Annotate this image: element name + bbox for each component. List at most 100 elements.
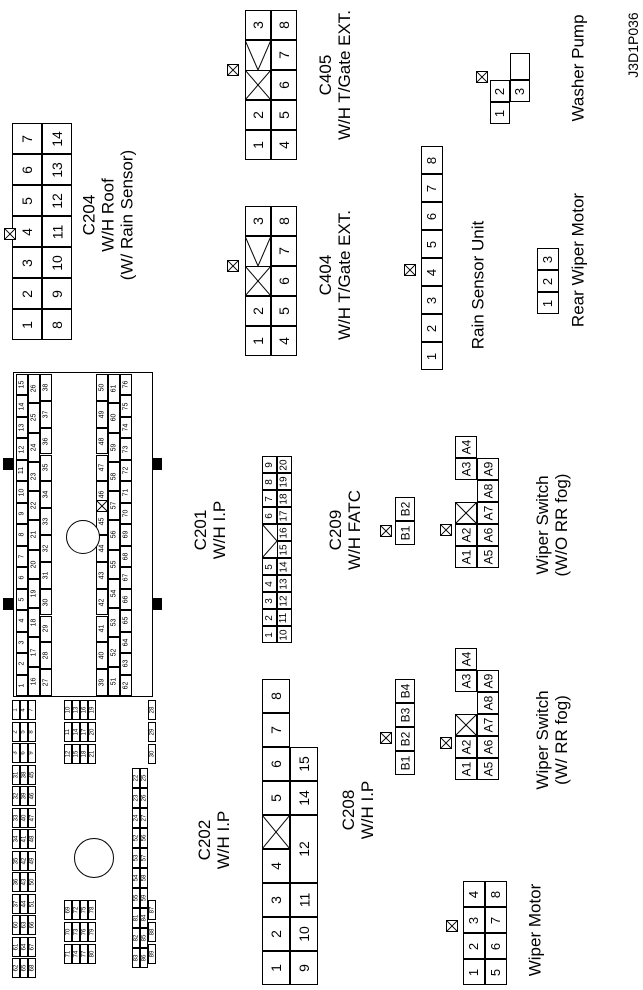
- pin-number: 4: [275, 141, 292, 149]
- connector-pin: 79: [88, 922, 96, 942]
- pin-number: 10: [48, 254, 65, 271]
- pin-number: 30: [42, 598, 50, 606]
- connector-pin: 35: [12, 850, 20, 871]
- pin-number: 63: [21, 922, 27, 929]
- pin-number: 67: [29, 943, 35, 951]
- pin-number: 7: [263, 495, 275, 502]
- connector-pin: 62: [12, 958, 20, 979]
- pin-number: 75: [122, 402, 130, 411]
- connector-pin: 12: [42, 185, 72, 216]
- connector-pin: 8: [42, 309, 72, 340]
- pin-number: 87: [149, 906, 155, 914]
- pin-number: 11: [295, 892, 312, 908]
- pin-number: B4: [398, 683, 412, 699]
- pin-number: 15: [295, 756, 312, 772]
- connector-pin: 15: [16, 374, 28, 396]
- pin-number: 17: [30, 648, 38, 656]
- pin-number: 55: [110, 560, 118, 569]
- connector-pin: 76: [80, 922, 88, 942]
- pin-number: 12: [18, 445, 26, 454]
- connector-pin: 80: [88, 944, 96, 964]
- connector-pin: 27: [40, 669, 52, 696]
- connector-pin: A5: [477, 758, 499, 780]
- pin-number: 4: [263, 580, 275, 587]
- connector-pin: A4: [455, 436, 477, 458]
- connector-pin: 33: [12, 807, 20, 828]
- figure-code: J3D1P036: [625, 12, 641, 78]
- connector-pin: 72: [72, 900, 80, 920]
- pin-number: 61: [110, 384, 118, 393]
- connector-pin: 60: [108, 403, 120, 433]
- pin-number: 85: [141, 934, 147, 942]
- c201-latch: [152, 458, 162, 470]
- connector-pin: 51: [28, 893, 36, 914]
- connector-pin: 6: [271, 70, 297, 100]
- connector-pin: 11: [277, 609, 292, 626]
- pin-number: 14: [295, 790, 312, 806]
- pin-number: 44: [21, 900, 27, 908]
- pin-number: 65: [122, 616, 130, 625]
- connector-pin: 4: [12, 216, 42, 247]
- connector-pin: 86: [140, 948, 148, 968]
- pin-number: 1: [466, 968, 482, 976]
- pin-number: 19: [30, 589, 38, 598]
- pin-number: 46: [29, 792, 35, 800]
- connector-pin: 1: [463, 959, 485, 985]
- pin-number: 52: [110, 648, 118, 656]
- connector-pin: 9: [290, 951, 318, 985]
- connector-pin: 1: [12, 309, 42, 340]
- connector-pin: 84: [140, 908, 148, 928]
- connector-pin: 43: [20, 872, 28, 893]
- connector-pin: 28: [40, 642, 52, 670]
- pin-number: 61: [13, 943, 19, 951]
- pin-number: 9: [295, 964, 312, 972]
- wsw1-label-line: (W/O RR fog): [552, 473, 571, 577]
- pin-number: 43: [98, 571, 106, 580]
- connector-pin: A9: [477, 458, 499, 480]
- pin-number: 12: [295, 841, 312, 857]
- pin-number: 25: [30, 413, 38, 422]
- connector-pin: 65: [120, 610, 132, 632]
- connector-pin: A4: [455, 648, 477, 670]
- connector-pin: 74: [120, 416, 132, 439]
- pin-number: 70: [65, 928, 71, 936]
- connector-pin: A2: [455, 736, 477, 758]
- connector-pin: A6: [477, 524, 499, 546]
- connector-pin: 26: [140, 788, 148, 808]
- connector-pin: 8: [485, 881, 507, 907]
- connector-pin: 31: [12, 764, 20, 785]
- pin-number: 26: [141, 794, 147, 802]
- pin-number: 64: [122, 638, 130, 647]
- connector-pin: 5: [262, 558, 277, 575]
- pin-number: 13: [73, 706, 79, 714]
- connector-pin: 18: [277, 490, 292, 507]
- connector-pin: 3: [537, 248, 559, 270]
- pin-number: 8: [275, 21, 292, 29]
- pin-number: 3: [267, 896, 284, 904]
- pin-number: 5: [424, 240, 440, 248]
- connector-pin: 6: [12, 154, 42, 185]
- pin-number: 1: [540, 299, 556, 307]
- pin-number: 2: [466, 942, 482, 950]
- connector-pin: 14: [277, 558, 292, 575]
- pin-number: 35: [13, 857, 19, 865]
- pin-number: 3: [13, 751, 19, 755]
- connector-pin: 5: [271, 296, 297, 326]
- pin-number: 23: [30, 472, 38, 481]
- connector-pin: 2: [463, 933, 485, 959]
- pin-number: 23: [133, 794, 139, 802]
- connector-pin: 31: [40, 561, 52, 589]
- connector-pin: 5: [16, 588, 28, 611]
- pin-number: 83: [133, 954, 139, 962]
- connector-pin: 14: [42, 123, 72, 154]
- pin-number: A9: [481, 461, 495, 477]
- connector-pin: A1: [455, 758, 477, 780]
- pin-number: 40: [98, 651, 106, 660]
- pin-number: 24: [30, 443, 38, 452]
- connector-pin: 82: [132, 928, 140, 948]
- wsw1-label-line: Wiper Switch: [533, 475, 552, 575]
- connector-pin: 50: [28, 872, 36, 893]
- connector-pin: 4: [271, 130, 297, 160]
- pin-number: 2: [249, 307, 266, 315]
